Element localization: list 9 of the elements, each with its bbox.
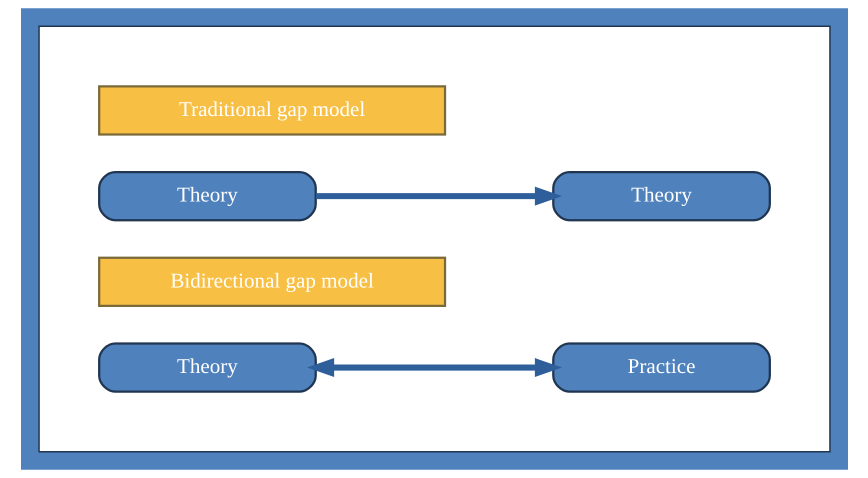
node-box: Practice	[552, 342, 770, 393]
cluster	[38, 25, 830, 453]
node-box: Traditional gap model	[98, 85, 446, 136]
node-box: Theory	[98, 170, 316, 222]
arrow	[306, 358, 562, 378]
arrow	[316, 186, 562, 206]
node-box: Theory	[552, 170, 770, 222]
node-box: Bidirectional gap model	[98, 256, 446, 308]
node-box: Theory	[98, 342, 316, 393]
